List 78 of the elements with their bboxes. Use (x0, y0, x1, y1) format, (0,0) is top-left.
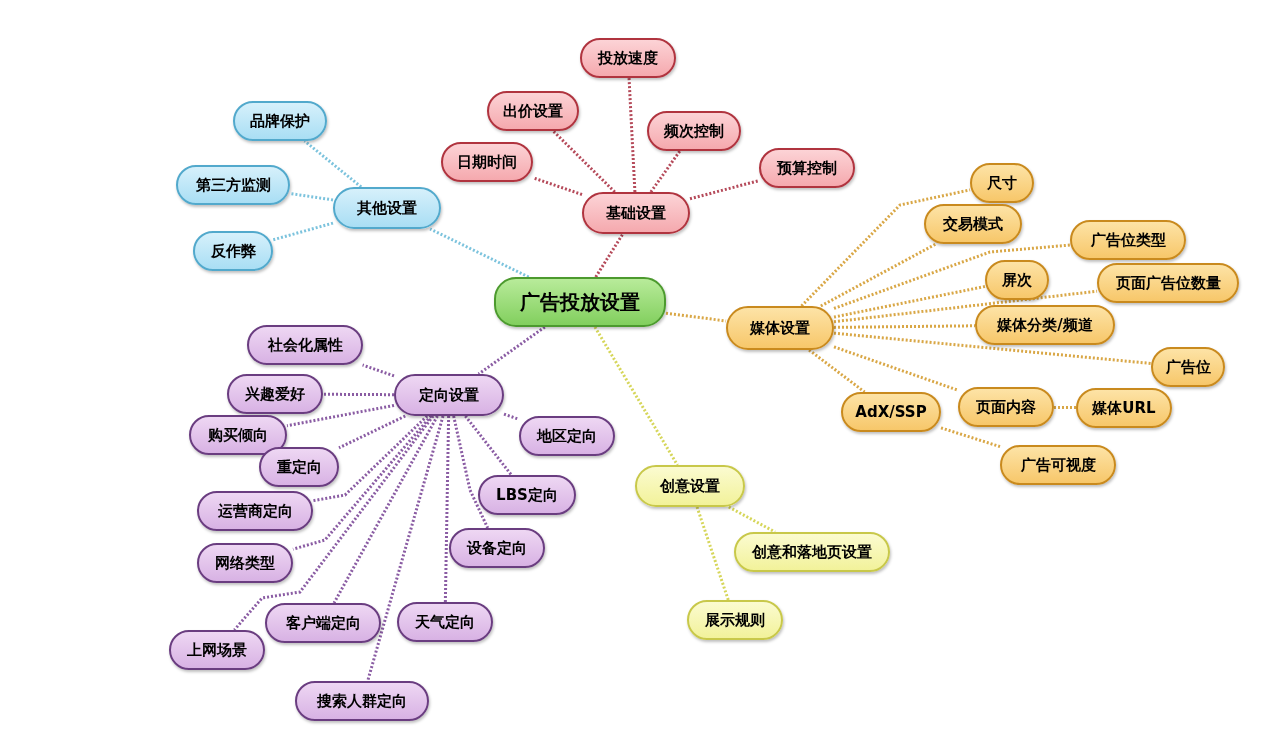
topic-bubble: 搜索人群定向 (295, 681, 429, 721)
dotted-connector (303, 139, 363, 189)
dotted-connector (665, 311, 727, 323)
dotted-connector (833, 331, 1152, 365)
dotted-connector (689, 179, 760, 201)
dotted-connector (593, 326, 679, 466)
topic-bubble: 媒体设置 (726, 306, 834, 350)
topic-bubble: 网络类型 (197, 543, 293, 583)
dotted-connector (233, 415, 435, 631)
dotted-connector (532, 176, 583, 196)
topic-bubble: 第三方监测 (176, 165, 290, 205)
dotted-connector (312, 414, 429, 503)
topic-bubble: 定向设置 (394, 374, 504, 416)
topic-bubble: 购买倾向 (189, 415, 287, 455)
topic-bubble: 地区定向 (519, 416, 615, 456)
dotted-connector (464, 415, 513, 476)
dotted-connector (800, 188, 971, 308)
topic-bubble: 社会化属性 (247, 325, 363, 365)
topic-bubble: 预算控制 (759, 148, 855, 188)
dotted-connector (627, 77, 637, 193)
topic-bubble: 重定向 (259, 447, 339, 487)
topic-bubble: 投放速度 (580, 38, 676, 78)
topic-bubble: 兴趣爱好 (227, 374, 323, 414)
dotted-connector (808, 348, 866, 394)
dotted-connector (1054, 405, 1076, 410)
topic-bubble: 基础设置 (582, 192, 690, 234)
topic-bubble: 广告可视度 (1000, 445, 1116, 485)
dotted-connector (429, 227, 530, 279)
topic-bubble: 运营商定向 (197, 491, 313, 531)
dotted-connector (477, 325, 546, 376)
dotted-connector (503, 412, 520, 421)
topic-bubble: 设备定向 (449, 528, 545, 568)
topic-bubble: 创意设置 (635, 465, 745, 507)
dotted-connector (594, 233, 625, 278)
topic-bubble: 频次控制 (647, 111, 741, 151)
topic-bubble: 日期时间 (441, 142, 533, 182)
topic-bubble: LBS定向 (478, 475, 576, 515)
dotted-connector (289, 192, 334, 202)
topic-bubble: 出价设置 (487, 91, 579, 131)
dotted-connector (833, 285, 986, 319)
dotted-connector (940, 426, 1001, 448)
topic-bubble: AdX/SSP (841, 392, 941, 432)
dotted-connector (649, 150, 682, 193)
dotted-connector (286, 403, 395, 428)
dotted-connector (362, 363, 395, 378)
topic-bubble: 创意和落地页设置 (734, 532, 890, 572)
dotted-connector (323, 392, 394, 397)
topic-bubble: 媒体URL (1076, 388, 1172, 428)
dotted-connector (272, 221, 334, 242)
dotted-connector (833, 289, 1098, 324)
topic-bubble: 天气定向 (397, 602, 493, 642)
topic-bubble: 展示规则 (687, 600, 783, 640)
dotted-connector (332, 415, 439, 604)
topic-bubble: 其他设置 (333, 187, 441, 229)
dotted-connector (366, 415, 445, 682)
topic-bubble: 广告位类型 (1070, 220, 1186, 260)
dotted-connector (820, 242, 937, 308)
topic-bubble: 反作弊 (193, 231, 273, 271)
topic-bubble: 品牌保护 (233, 101, 327, 141)
topic-bubble: 页面广告位数量 (1097, 263, 1239, 303)
dotted-connector (443, 415, 451, 603)
dotted-connector (292, 415, 433, 551)
topic-bubble: 尺寸 (970, 163, 1034, 203)
topic-bubble: 页面内容 (958, 387, 1054, 427)
dotted-connector (552, 129, 616, 194)
topic-bubble: 交易模式 (924, 204, 1022, 244)
dotted-connector (695, 506, 730, 601)
central-topic-bubble: 广告投放设置 (494, 277, 666, 327)
topic-bubble: 上网场景 (169, 630, 265, 670)
dotted-connector (338, 414, 406, 450)
topic-bubble: 客户端定向 (265, 603, 381, 643)
topic-bubble: 屏次 (985, 260, 1049, 300)
dotted-connector (452, 415, 490, 529)
topic-bubble: 广告位 (1151, 347, 1225, 387)
dotted-connector (833, 243, 1071, 310)
dotted-connector (728, 505, 776, 534)
topic-bubble: 媒体分类/频道 (975, 305, 1115, 345)
dotted-connector (833, 345, 959, 392)
